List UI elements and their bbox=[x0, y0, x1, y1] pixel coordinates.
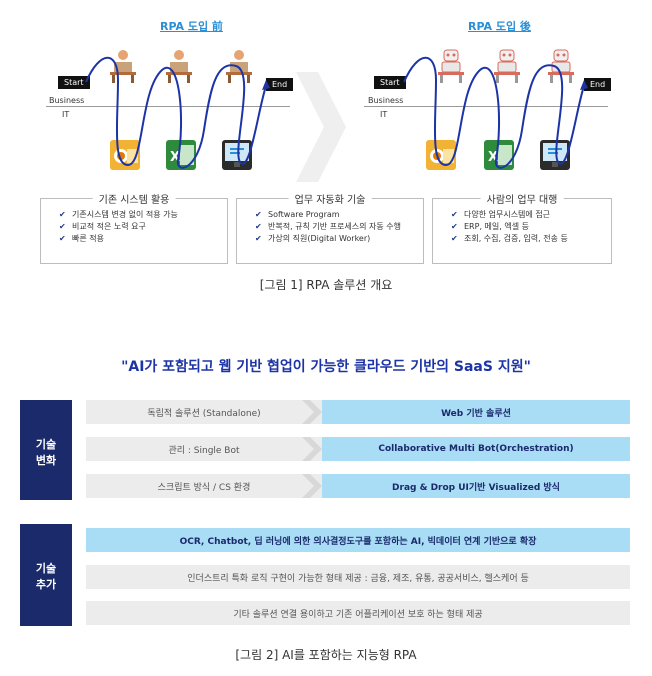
figure1-caption: [그림 1] RPA 솔루션 개요 bbox=[259, 278, 393, 292]
feature-item: 비교적 적은 노력 요구 bbox=[59, 221, 227, 233]
chevron-right-icon bbox=[302, 437, 322, 461]
after-title: RPA 도입 後 bbox=[468, 20, 531, 33]
label-line: 기술 bbox=[35, 562, 57, 575]
svg-text:X: X bbox=[488, 150, 498, 165]
feature-box-title: 업무 자동화 기술 bbox=[288, 191, 372, 206]
person-worker-icon bbox=[110, 50, 136, 83]
feature-box-title: 사람의 업무 대행 bbox=[480, 191, 564, 206]
end-tag: End bbox=[584, 78, 612, 91]
change-from: 스크립트 방식 / CS 환경 bbox=[86, 474, 322, 498]
svg-text:X: X bbox=[170, 150, 180, 165]
feature-box: 사람의 업무 대행 다양한 업무시스템에 접근 ERP, 메일, 엑셀 등 조회… bbox=[432, 191, 612, 264]
figure2-caption: [그림 2] AI를 포함하는 지능형 RPA bbox=[235, 648, 417, 662]
tech-add-row: OCR, Chatbot, 딥 러닝에 의한 의사결정도구를 포함하는 AI, … bbox=[86, 528, 630, 552]
change-to: Drag & Drop UI기반 Visualized 방식 bbox=[322, 474, 630, 498]
excel-icon: X bbox=[484, 140, 514, 170]
monitor-icon bbox=[540, 140, 570, 170]
label-line: 변화 bbox=[35, 454, 57, 467]
feature-box-title: 기존 시스템 활용 bbox=[92, 191, 176, 206]
change-from: 관리 : Single Bot bbox=[86, 437, 322, 461]
feature-item: 다양한 업무시스템에 접근 bbox=[451, 209, 611, 221]
figure2-headline: "AI가 포함되고 웹 기반 협업이 가능한 클라우드 기반의 SaaS 지원" bbox=[121, 359, 531, 375]
start-tag: Start bbox=[374, 76, 406, 89]
chevron-arrow-icon bbox=[296, 72, 346, 182]
feature-item: 가상의 직원(Digital Worker) bbox=[255, 233, 423, 245]
chevron-right-icon bbox=[302, 474, 322, 498]
feature-item: 기존시스템 변경 없이 적용 가능 bbox=[59, 209, 227, 221]
before-title: RPA 도입 前 bbox=[160, 20, 223, 33]
business-label: Business bbox=[49, 96, 85, 105]
change-to: Web 기반 솔루션 bbox=[322, 400, 630, 424]
start-tag: Start bbox=[58, 76, 90, 89]
label-line: 기술 bbox=[35, 438, 57, 451]
feature-item: 반복적, 규칙 기반 프로세스의 자동 수행 bbox=[255, 221, 423, 233]
process-flow-line bbox=[403, 56, 588, 169]
feature-box: 업무 자동화 기술 Software Program 반복적, 규칙 기반 프로… bbox=[236, 191, 424, 264]
process-flow-line bbox=[85, 56, 270, 169]
label-line: 추가 bbox=[35, 578, 57, 591]
chevron-right-icon bbox=[302, 400, 322, 424]
tech-change-label: 기술 변화 bbox=[20, 400, 72, 500]
robot-worker-icon bbox=[494, 49, 520, 83]
business-label: Business bbox=[368, 96, 404, 105]
lane-divider bbox=[364, 106, 608, 107]
lane-divider bbox=[46, 106, 290, 107]
feature-item: 조회, 수집, 검증, 입력, 전송 등 bbox=[451, 233, 611, 245]
excel-icon: X bbox=[166, 140, 196, 170]
change-to: Collaborative Multi Bot(Orchestration) bbox=[322, 437, 630, 461]
monitor-icon bbox=[222, 140, 252, 170]
feature-box: 기존 시스템 활용 기존시스템 변경 없이 적용 가능 비교적 적은 노력 요구… bbox=[40, 191, 228, 264]
feature-item: 빠른 적용 bbox=[59, 233, 227, 245]
feature-item: ERP, 메일, 엑셀 등 bbox=[451, 221, 611, 233]
change-from: 독립적 솔루션 (Standalone) bbox=[86, 400, 322, 424]
robot-worker-icon bbox=[438, 49, 464, 83]
tech-add-row: 기타 솔루션 연결 용이하고 기존 어플리케이션 보호 하는 형태 제공 bbox=[86, 601, 630, 625]
tech-add-label: 기술 추가 bbox=[20, 524, 72, 626]
tech-add-row: 인더스트리 특화 로직 구현이 가능한 형태 제공 : 금융, 제조, 유통, … bbox=[86, 565, 630, 589]
person-worker-icon bbox=[166, 50, 192, 83]
it-label: IT bbox=[62, 110, 70, 119]
end-tag: End bbox=[266, 78, 294, 91]
it-label: IT bbox=[380, 110, 388, 119]
feature-item: Software Program bbox=[255, 209, 423, 221]
